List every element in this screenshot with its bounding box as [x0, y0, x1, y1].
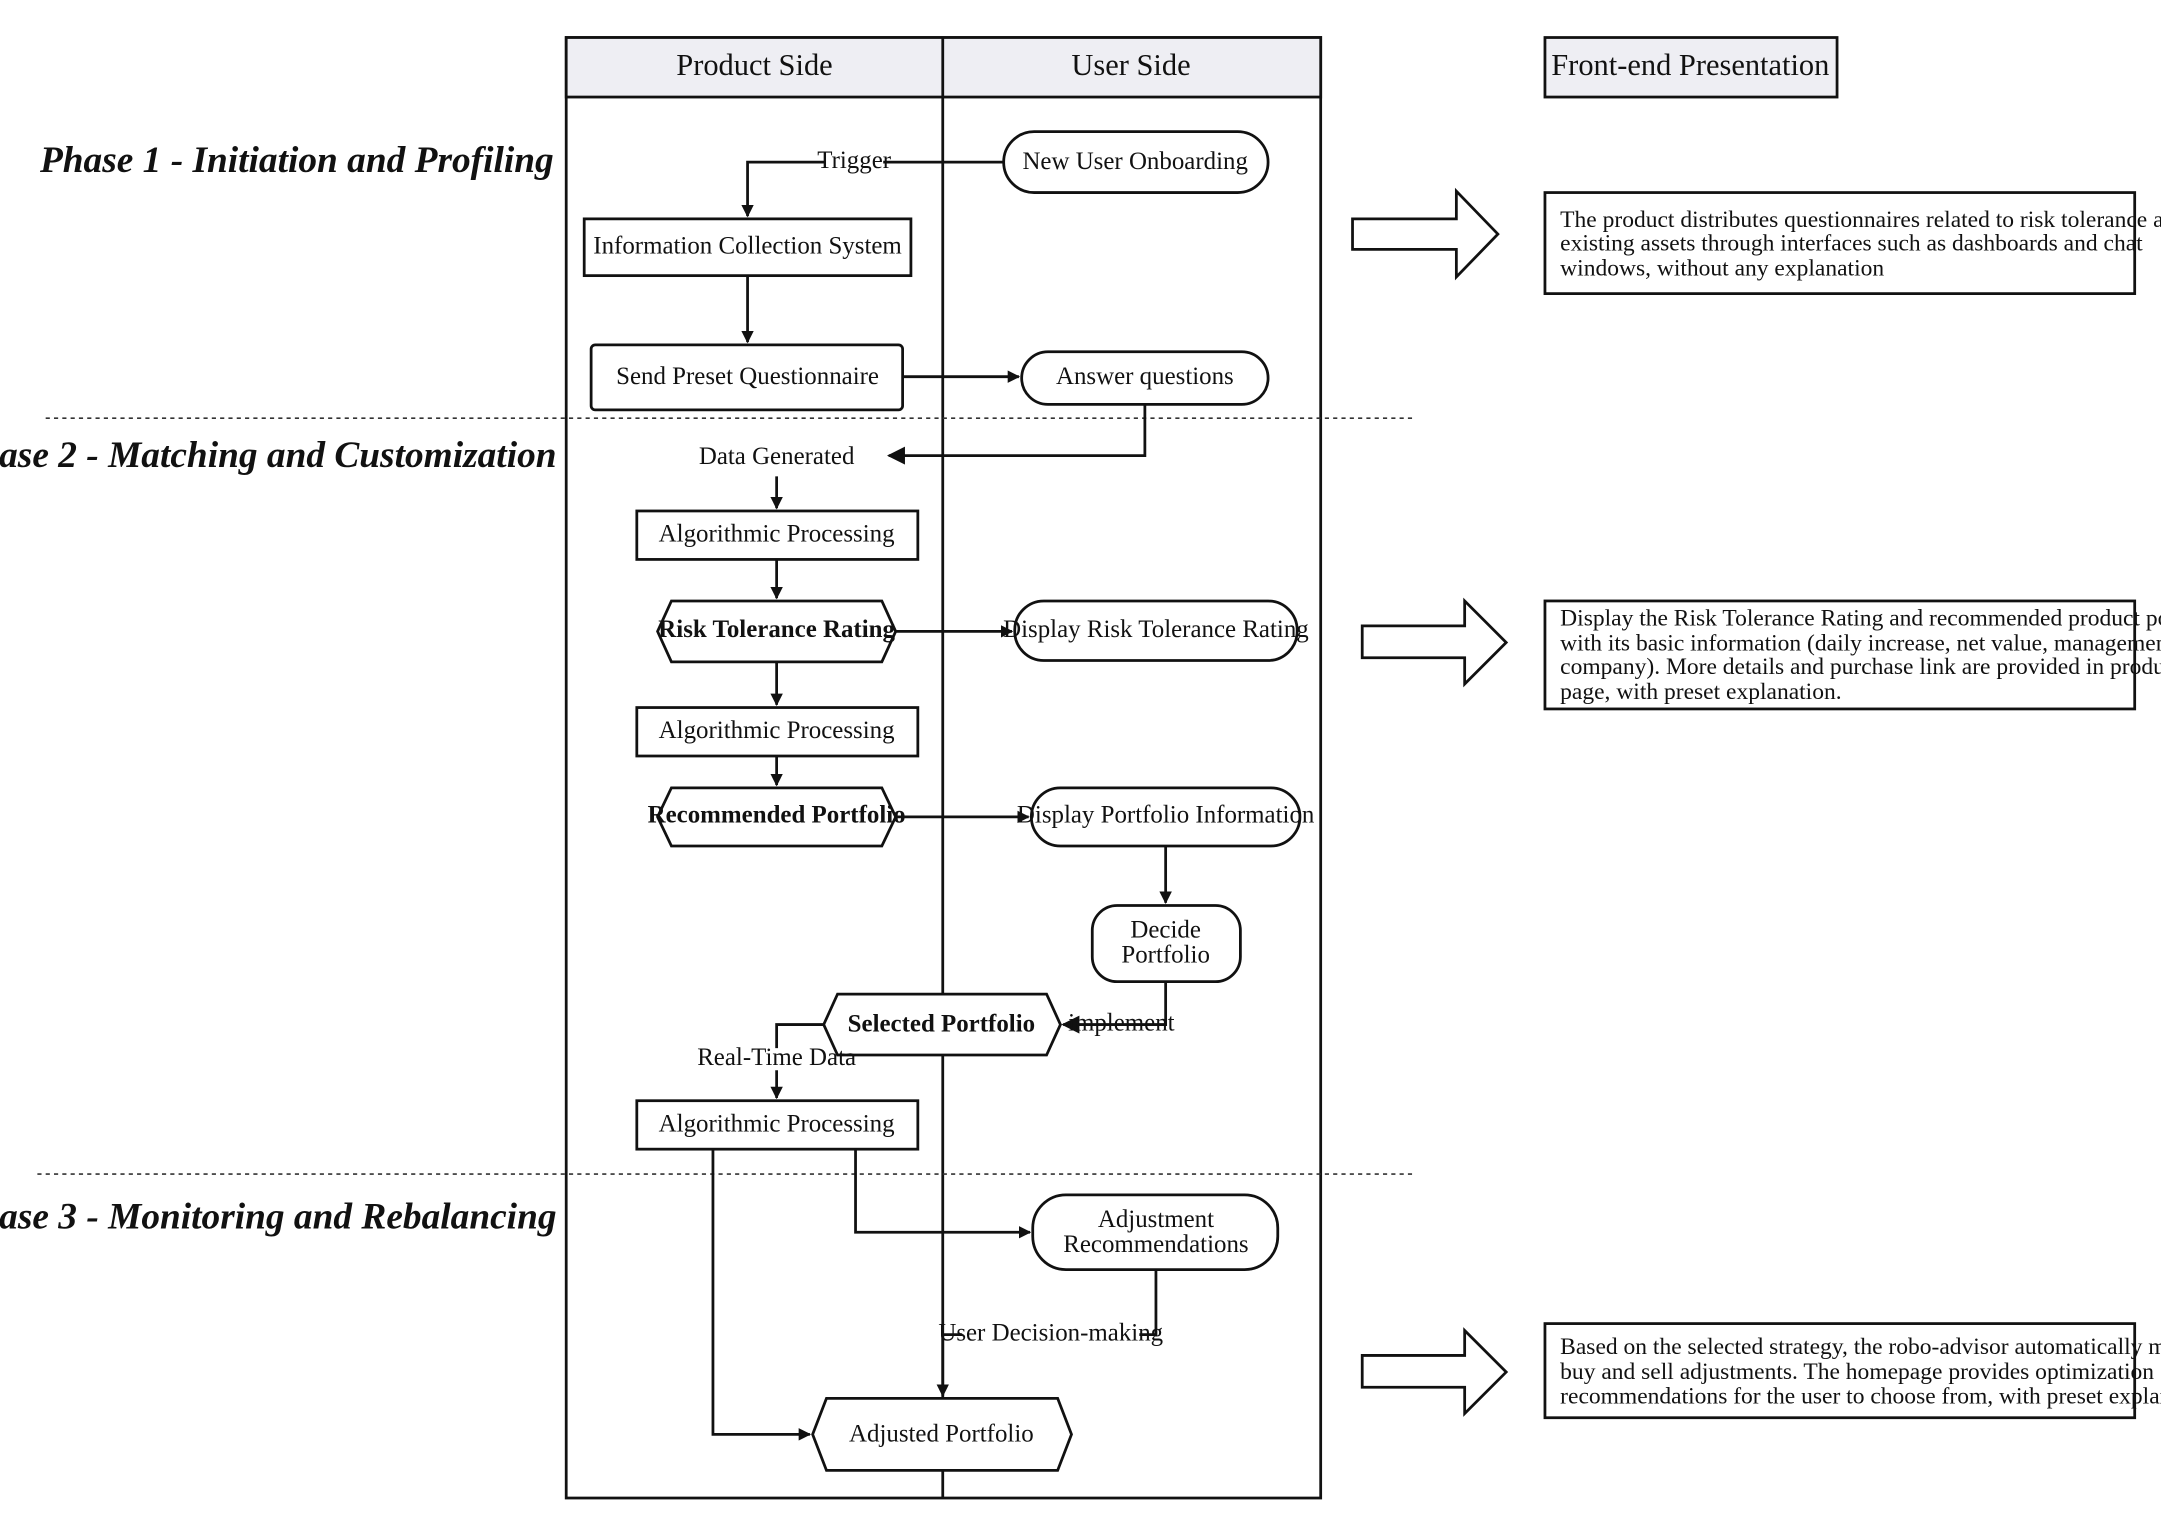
- note-box-1: [1543, 191, 2137, 296]
- hollow-arrow-1: [1351, 187, 1500, 281]
- node-algo-processing-1: [635, 509, 920, 561]
- hollow-arrow-2: [1360, 597, 1509, 688]
- front-end-header-box: [1543, 36, 1839, 99]
- swimlane-frame: [564, 36, 1323, 1500]
- node-recommended-portfolio: [656, 786, 898, 848]
- node-adjusted-portfolio-label: Adjusted Portfolio: [849, 1420, 1034, 1447]
- edge-selected-to-realtime: [775, 1023, 824, 1049]
- edge-label-real-time-data: Real-Time Data: [697, 1044, 856, 1071]
- front-end-header: Front-end Presentation: [1551, 48, 1829, 82]
- note-2-line-1: Display the Risk Tolerance Rating and re…: [1560, 606, 2161, 632]
- note-box-3: [1543, 1322, 2137, 1420]
- node-information-collection: [582, 217, 913, 278]
- edge-adjustment-decision: [1139, 1269, 1158, 1337]
- phase-label-1: Phase 1 - Initiation and Profiling: [39, 140, 554, 181]
- node-algo-processing-3-label: Algorithmic Processing: [659, 1110, 895, 1137]
- node-risk-tolerance-rating: [656, 599, 898, 664]
- node-risk-tolerance-rating-label: Risk Tolerance Rating: [658, 616, 895, 643]
- node-algo-processing-3: [635, 1099, 920, 1151]
- node-display-portfolio-info-label: Display Portfolio Information: [1017, 802, 1315, 829]
- node-data-generated: Data Generated: [699, 443, 855, 470]
- node-display-risk-rating: [1013, 599, 1299, 662]
- lane-header-user-side: User Side: [1071, 48, 1190, 82]
- note-2-line-4: page, with preset explanation.: [1560, 679, 1841, 705]
- edge-decision-to-adjusted: [936, 1333, 963, 1397]
- phase-label-3: Phase 3 - Monitoring and Rebalancing: [0, 1196, 557, 1237]
- note-3-line-2: buy and sell adjustments. The homepage p…: [1560, 1359, 2154, 1385]
- note-3-line-3: recommendations for the user to choose f…: [1560, 1384, 2161, 1410]
- node-selected-portfolio-label: Selected Portfolio: [848, 1011, 1035, 1038]
- edge-label-user-decision: User Decision-making: [938, 1319, 1163, 1346]
- node-adjustment-recs-label-1: Adjustment: [1098, 1206, 1214, 1233]
- edge-answer-to-data: [886, 404, 1147, 465]
- lane-header-product-side: Product Side: [676, 48, 832, 82]
- note-2-line-2: with its basic information (daily increa…: [1560, 631, 2161, 657]
- edge-algo3-to-adjusted: [711, 1149, 812, 1441]
- node-decide-portfolio-label-2: Portfolio: [1121, 941, 1210, 968]
- node-send-questionnaire-label: Send Preset Questionnaire: [616, 363, 879, 390]
- hollow-arrow-3: [1360, 1327, 1509, 1417]
- edge-decide-to-selected: [1061, 981, 1168, 1034]
- node-information-collection-label: Information Collection System: [593, 233, 902, 260]
- edge-label-trigger: Trigger: [817, 147, 892, 174]
- node-answer-questions-label: Answer questions: [1056, 363, 1234, 390]
- node-algo-processing-2: [635, 706, 920, 758]
- phase-label-2: Phase 2 - Matching and Customization: [0, 435, 557, 476]
- note-1-line-1: The product distributes questionnaires r…: [1560, 207, 2161, 233]
- node-decide-portfolio-label-1: Decide: [1130, 917, 1201, 944]
- note-1-line-2: existing assets through interfaces such …: [1560, 231, 2143, 257]
- connectors: [711, 160, 1172, 1441]
- node-display-risk-rating-label: Display Risk Tolerance Rating: [1003, 616, 1309, 643]
- edge-trigger-left: [741, 160, 826, 218]
- node-algo-processing-2-label: Algorithmic Processing: [659, 717, 895, 744]
- node-algo-processing-1-label: Algorithmic Processing: [659, 521, 895, 548]
- note-3-line-1: Based on the selected strategy, the robo…: [1560, 1334, 2161, 1360]
- note-1-line-3: windows, without any explanation: [1560, 255, 1884, 281]
- node-new-user-onboarding-label: New User Onboarding: [1022, 148, 1247, 175]
- note-2-line-3: company). More details and purchase link…: [1560, 654, 2161, 680]
- edge-algo3-to-adjustment: [854, 1149, 1032, 1239]
- edge-label-implement: implement: [1068, 1009, 1175, 1036]
- node-adjusted-portfolio: [811, 1396, 1073, 1472]
- note-box-2: [1543, 599, 2137, 711]
- node-recommended-portfolio-label: Recommended Portfolio: [648, 802, 906, 829]
- node-adjustment-recs-label-2: Recommendations: [1063, 1231, 1248, 1258]
